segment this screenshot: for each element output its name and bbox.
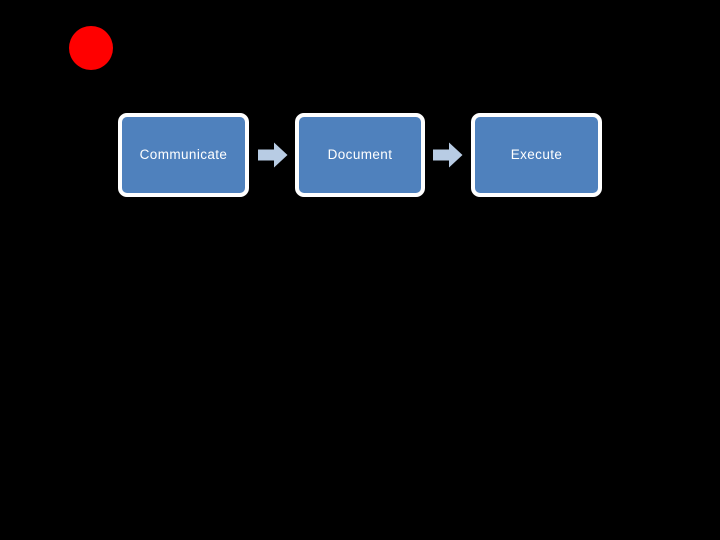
process-flow-diagram: Communicate Document Execute	[0, 113, 720, 201]
red-circle-bullet-icon	[69, 26, 113, 70]
right-block-arrow-icon	[433, 142, 463, 168]
process-step-execute[interactable]: Execute	[471, 113, 602, 197]
process-step-communicate[interactable]: Communicate	[118, 113, 249, 197]
process-step-document[interactable]: Document	[295, 113, 425, 197]
process-step-label: Communicate	[139, 147, 228, 163]
process-step-label: Document	[327, 147, 393, 163]
right-block-arrow-icon	[258, 142, 288, 168]
process-step-label: Execute	[510, 147, 563, 163]
